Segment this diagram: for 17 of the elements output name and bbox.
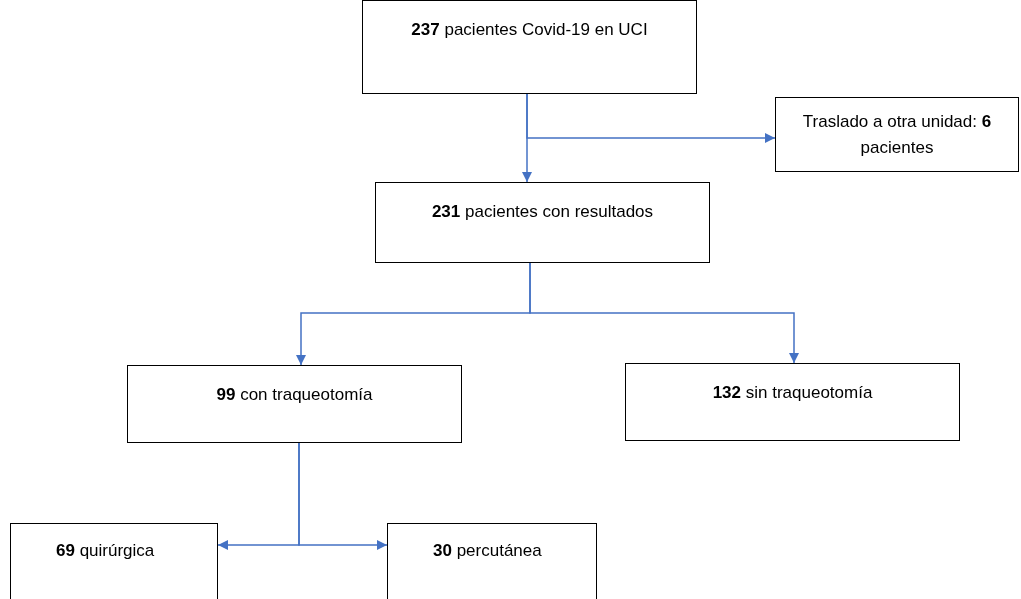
process-box [362, 0, 697, 94]
process-box [127, 365, 462, 443]
box-label: 237 pacientes Covid-19 en UCI [410, 19, 649, 41]
process-box [625, 363, 960, 441]
box-label: 30 percutánea [432, 540, 543, 562]
box-label: 69 quirúrgica [55, 540, 156, 562]
connector-arrow [529, 262, 799, 364]
box-label: Traslado a otra unidad: 6 pacientes [801, 110, 993, 159]
box-label: 132 sin traqueotomía [711, 382, 874, 404]
process-box [375, 182, 710, 263]
process-box [775, 97, 1019, 172]
connector-arrow [298, 442, 388, 550]
connector-arrow [526, 93, 776, 143]
process-box [387, 523, 597, 599]
box-label: 99 con traqueotomía [215, 384, 374, 406]
process-box [10, 523, 218, 599]
box-label: 231 pacientes con resultados [430, 201, 655, 223]
